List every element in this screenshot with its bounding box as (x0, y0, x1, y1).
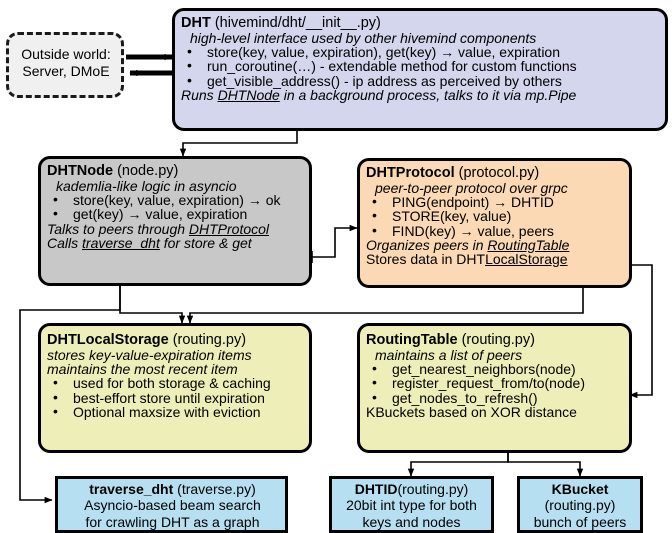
dhtid-name: DHTID (354, 481, 398, 497)
dht-bullet-1: run_coroutine(…) - extendable method for… (181, 58, 661, 73)
dhtlocalstorage-subtitle-2: maintains the most recent item (47, 361, 238, 378)
dhtlocalstorage-name: DHTLocalStorage (47, 332, 169, 348)
dhtprotocol-module: (protocol.py) (454, 165, 540, 181)
dhtid-line-2: 20bit int type for both (346, 497, 477, 514)
traverse-dht-line-2: Asyncio-based beam search (84, 497, 261, 514)
dht-footer-link-dhtnode[interactable]: DHTNode (217, 86, 280, 103)
edge-dhtnode-to-dhtprotocol (312, 224, 358, 258)
dhtnode-bullet-0: store(key, value, expiration) → ok (47, 192, 305, 207)
kbucket-line-3: bunch of peers (533, 513, 627, 530)
dhtnode-footer-2: Calls traverse_dht for store & get (47, 236, 305, 250)
outside-world-line-1: Outside world: (21, 46, 111, 62)
dht-bullet-2: get_visible_address() - ip address as pe… (181, 73, 661, 88)
routingtable-footer: KBuckets based on XOR distance (366, 403, 577, 420)
edge-protocol-to-routing (629, 264, 653, 399)
dhtnode-bullet-list: store(key, value, expiration) → ok get(k… (47, 192, 305, 222)
dhtlocalstorage-module: (routing.py) (168, 332, 247, 348)
dhtprotocol-footer-1: Organizes peers in RoutingTable (366, 238, 625, 252)
dhtprotocol-bullet-0: PING(endpoint) → DHTID (366, 194, 625, 209)
dhtnode-module: (node.py) (113, 163, 179, 179)
dhtnode-footer-1-pre: Talks to peers through (47, 220, 189, 237)
dht-bullet-list: store(key, value, expiration), get(key) … (181, 44, 661, 88)
dhtnode-title: DHTNode (node.py) (47, 164, 305, 179)
dhtprotocol-bullet-1: STORE(key, value) (366, 208, 625, 223)
dhtprotocol-subtitle: peer-to-peer protocol over grpc (375, 179, 568, 196)
routingtable-title: RoutingTable (routing.py) (366, 333, 625, 348)
routingtable-name: RoutingTable (366, 332, 458, 348)
dhtnode-footer-2-post: for store & get (159, 234, 252, 251)
traverse-dht-line-3: for crawling DHT as a graph (85, 513, 260, 530)
node-dht[interactable]: DHT (hivemind/dht/__init__.py) high-leve… (172, 8, 668, 131)
edge-routing-to-dhtid (407, 450, 509, 477)
routingtable-bullet-2: get_nodes_to_refresh() (366, 390, 625, 405)
kbucket-name: KBucket (551, 481, 609, 497)
dhtprotocol-footer-1-pre: Organizes peers in (366, 236, 488, 253)
node-dhtid[interactable]: DHTID(routing.py) 20bit int type for bot… (329, 476, 494, 533)
dhtnode-subtitle: kademlia-like logic in asyncio (56, 177, 237, 194)
node-routingtable[interactable]: RoutingTable (routing.py) maintains a li… (357, 323, 632, 453)
edge-dht-to-dhtnode (179, 131, 298, 157)
node-traverse-dht[interactable]: traverse_dht (traverse.py) Asyncio-based… (55, 476, 288, 533)
dht-subtitle: high-level interface used by other hivem… (190, 29, 537, 46)
dhtlocalstorage-bullet-list: used for both storage & caching best-eff… (47, 375, 305, 419)
node-dhtprotocol[interactable]: DHTProtocol (protocol.py) peer-to-peer p… (357, 158, 632, 288)
dhtnode-name: DHTNode (47, 163, 114, 179)
edge-dhtnode-to-storage (119, 286, 186, 324)
dhtlocalstorage-subtitle-1: stores key-value-expiration items (47, 346, 252, 363)
routingtable-subtitle: maintains a list of peers (375, 346, 523, 363)
dhtprotocol-name: DHTProtocol (366, 165, 455, 181)
dhtlocalstorage-title: DHTLocalStorage (routing.py) (47, 333, 305, 348)
dhtnode-link-dhtprotocol[interactable]: DHTProtocol (188, 220, 270, 237)
dhtlocalstorage-bullet-1: best-effort store until expiration (47, 390, 305, 405)
routingtable-module: (routing.py) (457, 332, 535, 348)
dhtlocalstorage-bullet-0: used for both storage & caching (47, 375, 305, 390)
dht-footer-post: in a background process, talks to it via… (279, 86, 577, 103)
dhtprotocol-footer-2: Stores data in DHTLocalStorage (366, 252, 625, 266)
dhtprotocol-footer-2-pre: Stores data in DHT (366, 251, 486, 268)
dht-footer-pre: Runs (181, 86, 218, 103)
edge-protocol-to-storage (186, 287, 584, 324)
dhtnode-link-traverse-dht[interactable]: traverse_dht (82, 234, 160, 251)
dht-name: DHT (181, 15, 211, 31)
dhtlocalstorage-bullet-2: Optional maxsize with eviction (47, 404, 305, 419)
dhtnode-bullet-1: get(key) → value, expiration (47, 206, 305, 221)
routingtable-bullet-1: register_request_from/to(node) (366, 375, 625, 390)
dht-title: DHT (hivemind/dht/__init__.py) (181, 16, 661, 31)
dhtprotocol-bullet-list: PING(endpoint) → DHTID STORE(key, value)… (366, 194, 625, 238)
dhtnode-footer-2-pre: Calls (47, 234, 83, 251)
dht-module: (hivemind/dht/__init__.py) (210, 15, 381, 31)
node-kbucket[interactable]: KBucket (routing.py) bunch of peers (517, 476, 643, 533)
traverse-dht-title: traverse_dht (traverse.py) (64, 482, 281, 496)
dhtid-module: (routing.py) (397, 481, 469, 497)
dhtid-line-3: keys and nodes (362, 513, 461, 530)
routingtable-bullet-list: get_nearest_neighbors(node) register_req… (366, 361, 625, 405)
node-dhtnode[interactable]: DHTNode (node.py) kademlia-like logic in… (38, 156, 312, 286)
traverse-dht-name: traverse_dht (89, 481, 174, 497)
outside-world-line-2: Server, DMoE (22, 63, 110, 80)
dhtprotocol-link-routingtable[interactable]: RoutingTable (487, 236, 570, 253)
dhtprotocol-link-localstorage[interactable]: LocalStorage (485, 251, 568, 268)
dht-footer: Runs DHTNode in a background process, ta… (181, 88, 661, 102)
node-outside-world[interactable]: Outside world: Server, DMoE (6, 32, 124, 98)
node-dhtlocalstorage[interactable]: DHTLocalStorage (routing.py) stores key-… (38, 323, 312, 453)
kbucket-line-2: (routing.py) (544, 497, 616, 514)
traverse-dht-module: (traverse.py) (173, 481, 256, 497)
dhtprotocol-title: DHTProtocol (protocol.py) (366, 166, 625, 181)
dhtnode-footer-1: Talks to peers through DHTProtocol (47, 220, 305, 237)
routingtable-bullet-0: get_nearest_neighbors(node) (366, 361, 625, 376)
dht-bullet-0: store(key, value, expiration), get(key) … (181, 44, 661, 59)
dhtid-title: DHTID(routing.py) (334, 482, 489, 496)
dhtprotocol-bullet-2: FIND(key) → value, peers (366, 223, 625, 238)
edge-routing-to-kbucket (507, 450, 584, 477)
